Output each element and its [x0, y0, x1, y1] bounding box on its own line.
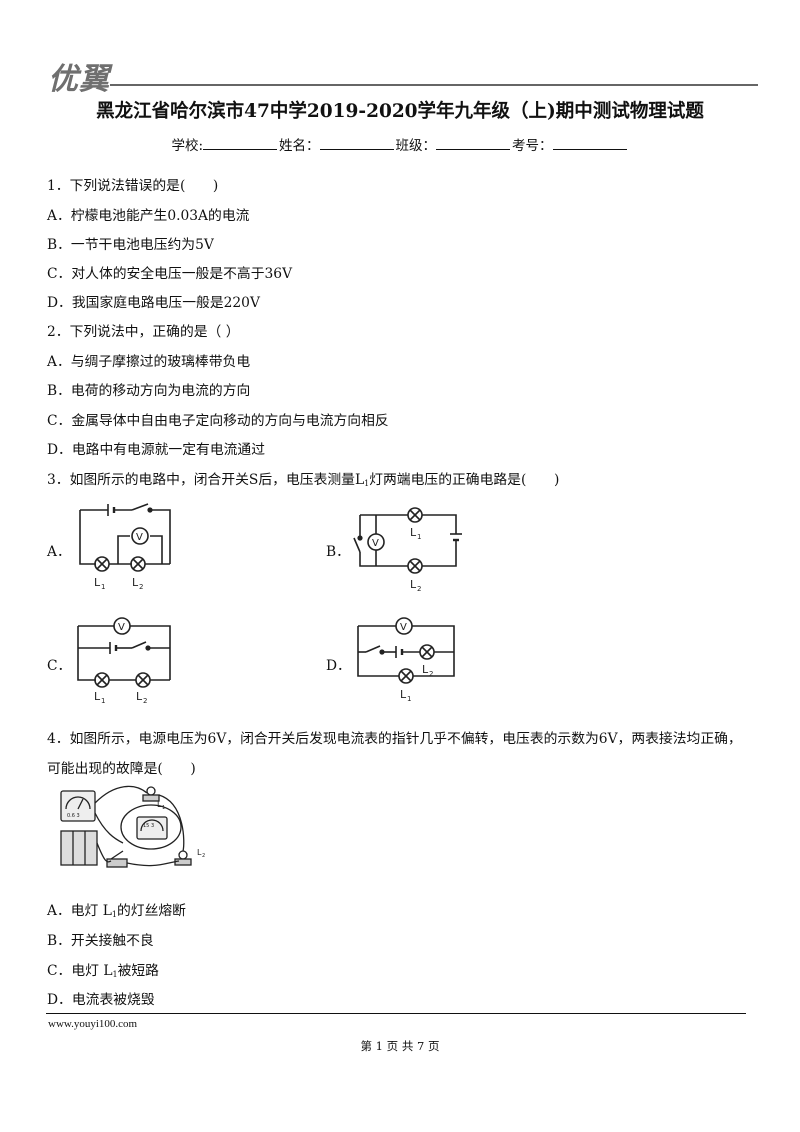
lamp-sub-a1: 1 [101, 583, 105, 591]
q4a-text: A．电灯 L [47, 903, 112, 919]
question-4-stem-line-1: 4．如图所示，电源电压为6V，闭合开关后发现电流表的指针几乎不偏转，电压表的示数… [47, 731, 742, 747]
ammeter-scale: 0.6 3 [67, 813, 80, 819]
exam-number-blank[interactable] [552, 137, 627, 150]
question-1-stem: 1．下列说法错误的是( ) [47, 178, 219, 194]
lamp-sub-b1: 1 [417, 533, 421, 541]
bulb-l2-icon [178, 850, 188, 860]
voltmeter-label-a: V [136, 532, 143, 543]
lamp-sub-c1: 1 [101, 697, 105, 705]
name-label: 姓名： [279, 138, 320, 154]
school-blank[interactable] [203, 137, 278, 150]
page-title: 黑龙江省哈尔滨市47中学2019-2020学年九年级（上)期中测试物理试题 [96, 101, 704, 122]
lamp-sub-c2: 2 [143, 697, 147, 705]
footer-url[interactable]: www.youyi100.com [48, 1018, 138, 1030]
question-4-option-a[interactable]: A．电灯 L1的灯丝熔断 [47, 899, 186, 919]
q4a-text-2: 的灯丝熔断 [117, 903, 186, 919]
question-4-option-d[interactable]: D．电流表被烧毁 [47, 988, 155, 1008]
q4c-text: C．电灯 L [47, 963, 113, 979]
question-2-option-a[interactable]: A．与绸子摩擦过的玻璃棒带负电 [47, 354, 251, 370]
lamp-label-d2: L [422, 663, 429, 676]
exam-number-label: 考号： [512, 138, 553, 154]
page-number: 第 1 页 共 7 页 [360, 1039, 440, 1053]
circuit-diagram-a[interactable]: V L 1 L 2 [70, 500, 190, 595]
photo-lamp-sub-2: 2 [202, 853, 205, 859]
question-1-option-c[interactable]: C．对人体的安全电压一般是不高于36V [47, 266, 293, 282]
question-2-option-b[interactable]: B．电荷的移动方向为电流的方向 [47, 383, 251, 399]
lamp-label-a1: L [94, 576, 101, 589]
student-info-line: 学校: 姓名： 班级： 考号： [0, 134, 800, 154]
photo-lamp-sub-1: 1 [162, 805, 165, 811]
lamp-label-d1: L [400, 688, 407, 701]
q4c-sub: 1 [112, 970, 118, 979]
lamp-sub-b2: 2 [417, 585, 421, 593]
question-2-option-c[interactable]: C．金属导体中自由电子定向移动的方向与电流方向相反 [47, 413, 389, 429]
question-3-stem: 3．如图所示的电路中，闭合开关S后，电压表测量L1灯两端电压的正确电路是( ) [47, 468, 559, 488]
lamp-sub-d2: 2 [429, 670, 433, 678]
q4a-sub: 1 [111, 910, 117, 919]
photo-lamp-label-2: L [197, 848, 202, 857]
battery-icon [60, 830, 98, 866]
circuit-diagram-b[interactable]: V L 1 L 2 [350, 500, 470, 595]
class-blank[interactable] [436, 137, 511, 150]
voltmeter-label-c: V [118, 622, 125, 633]
q3-stem-subscript: 1 [364, 479, 370, 488]
q4c-text-2: 被短路 [117, 963, 159, 979]
question-2-stem: 2．下列说法中，正确的是（ ） [47, 324, 240, 340]
ammeter-icon [60, 790, 96, 822]
name-blank[interactable] [319, 137, 394, 150]
question-4-option-b[interactable]: B．开关接触不良 [47, 929, 154, 949]
question-3-option-a[interactable]: A． [47, 544, 71, 560]
lamp-label-a2: L [132, 576, 139, 589]
footer-rule [46, 1013, 746, 1014]
publisher-logo: 优翼 [48, 62, 110, 97]
voltmeter-scale: 15 3 [143, 823, 154, 829]
lamp-label-c1: L [94, 690, 101, 703]
class-label: 班级： [395, 138, 437, 154]
question-4-stem-line-2: 可能出现的故障是( ) [47, 761, 196, 777]
switch-icon [106, 858, 128, 868]
circuit-diagram-d[interactable]: V L 2 L 1 [350, 612, 470, 707]
physical-circuit-illustration: 0.6 3 L 1 15 3 L 2 [60, 785, 205, 868]
school-label: 学校: [171, 138, 204, 154]
question-1-option-b[interactable]: B．一节干电池电压约为5V [47, 237, 214, 253]
question-3-option-c[interactable]: C． [47, 658, 72, 674]
q4b-text: B．开关接触不良 [47, 933, 154, 949]
question-1-option-d[interactable]: D．我国家庭电路电压一般是220V [47, 295, 260, 311]
question-3-option-b[interactable]: B． [326, 544, 350, 560]
header-rule [110, 84, 758, 86]
q3-stem-part: 3．如图所示的电路中，闭合开关S后，电压表测量L [47, 472, 365, 488]
question-2-option-d[interactable]: D．电路中有电源就一定有电流通过 [47, 442, 266, 458]
lamp-label-b2: L [410, 578, 417, 591]
question-4-option-c[interactable]: C．电灯 L1被短路 [47, 959, 159, 979]
lamp-label-b1: L [410, 526, 417, 539]
q4d-text: D．电流表被烧毁 [47, 992, 155, 1008]
lamp-label-c2: L [136, 690, 143, 703]
photo-lamp-label-1: L [157, 800, 162, 809]
question-3-option-d[interactable]: D． [326, 658, 351, 674]
voltmeter-label-d: V [400, 622, 407, 633]
lamp-sub-d1: 1 [407, 695, 411, 703]
bulb-l1-icon [146, 786, 156, 796]
lamp-sub-a2: 2 [139, 583, 143, 591]
question-1-option-a[interactable]: A．柠檬电池能产生0.03A的电流 [47, 208, 250, 224]
q3-stem-part-2: 灯两端电压的正确电路是( ) [369, 472, 560, 488]
circuit-diagram-c[interactable]: V L 1 L 2 [70, 612, 190, 707]
voltmeter-label-b: V [372, 538, 379, 549]
